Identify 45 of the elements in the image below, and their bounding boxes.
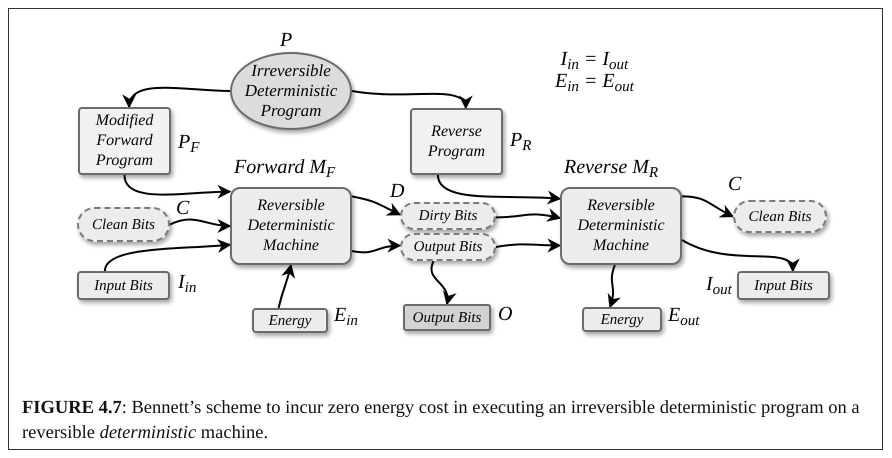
node-symbol: Reverse M$_{R}$ [564,155,658,179]
node-symbol: D [390,179,404,203]
node-symbol: E$_{out}$ [668,303,700,327]
bits-pill: Clean Bits [77,207,170,242]
arrow [352,90,470,110]
node-symbol: P$_{R}$ [510,128,532,152]
arrow [682,195,734,218]
process-box: Reverse Program [410,108,503,175]
arrow [124,174,232,199]
process-box: Input Bits [77,271,170,300]
bits-pill: Dirty Bits [400,202,496,230]
process-box: Energy [252,308,328,333]
arrow [104,238,232,272]
arrow [124,86,230,108]
node-symbol: C [728,172,742,196]
arrow [170,218,232,232]
machine-box: Reversible Deterministic Machine [560,187,682,265]
arrow [682,239,798,272]
figure-caption: FIGURE 4.7: Bennett’s scheme to incur zero energy cost in executing an irreversible deterministic program on a reversible deterministic machine. [22,397,861,445]
bits-pill: Clean Bits [733,200,827,233]
bits-pill: Output Bits [400,233,496,261]
node-symbol: O [498,302,512,326]
node-symbol: P$_{F}$ [178,130,200,154]
node-symbol: I$_{out}$ [706,272,732,296]
machine-box: Reversible Deterministic Machine [230,187,352,265]
arrow [352,195,402,216]
arrow [607,264,621,308]
arrow [496,208,562,222]
node-symbol: I$_{in}$ [178,270,196,294]
process-box: Modified Forward Program [78,107,171,175]
node-symbol: C [176,196,190,220]
node-symbol: Forward M$_{F}$ [234,155,336,179]
process-box: Output Bits [403,304,491,331]
node-symbol: P [280,28,292,52]
arrow [278,264,295,308]
arrow [496,238,562,252]
process-box: Input Bits [737,271,830,300]
equation: I$_{in}$ = I$_{out}$ [560,48,628,70]
node-symbol: E$_{in}$ [334,303,358,327]
arrow [430,260,456,306]
program-oval: Irreversible Deterministic Program [230,52,352,130]
arrow [352,239,402,254]
process-box: Energy [582,307,662,332]
arrow [436,174,562,205]
equation: E$_{in}$ = E$_{out}$ [555,70,634,92]
